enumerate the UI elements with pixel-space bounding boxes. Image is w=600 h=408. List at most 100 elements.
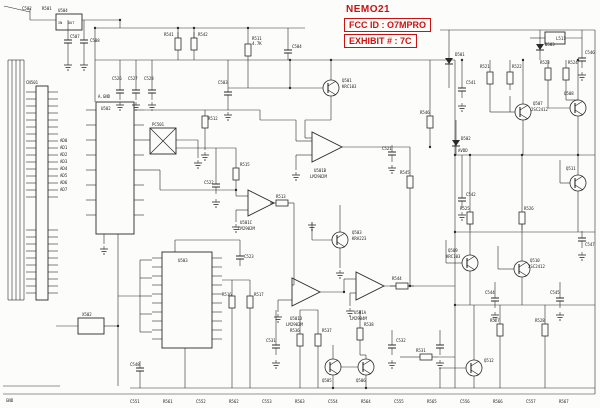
opamp xyxy=(291,277,322,307)
component-label: R523 xyxy=(540,60,550,65)
component-label: Q501 xyxy=(342,78,352,83)
component-label: C548 xyxy=(130,362,140,367)
component-label: LM2902M xyxy=(286,322,303,327)
junction-dot xyxy=(520,153,524,157)
component-label: C531 xyxy=(266,338,276,343)
component-label: R563 xyxy=(295,399,305,404)
resistor xyxy=(406,175,414,189)
opamp xyxy=(311,131,344,163)
resistor xyxy=(190,37,198,51)
junction-dot xyxy=(342,290,346,294)
component-label: C552 xyxy=(196,399,206,404)
junction-dot xyxy=(453,230,457,234)
transistor xyxy=(569,99,587,117)
component-label: C541 xyxy=(466,80,476,85)
component-label: AD6 xyxy=(60,180,68,185)
transistor xyxy=(513,260,531,278)
resistor xyxy=(419,353,433,361)
component-label: OUT xyxy=(68,21,75,25)
junction-dot xyxy=(428,145,432,149)
component-label: C551 xyxy=(130,399,140,404)
component-label: R517 xyxy=(254,292,264,297)
component-box xyxy=(35,85,49,301)
component-label: Q505 xyxy=(322,378,332,383)
component-label: C553 xyxy=(262,399,272,404)
component-label: Q507 xyxy=(533,101,543,106)
transistor-leg xyxy=(574,109,584,116)
resistor xyxy=(228,295,236,309)
resistor xyxy=(314,333,322,347)
component-label: R501 xyxy=(42,6,52,11)
transistor-leg xyxy=(329,368,339,375)
resistor xyxy=(562,67,570,81)
component-label: R562 xyxy=(229,399,239,404)
component-label: X502 xyxy=(82,312,92,317)
component-label: L511 xyxy=(556,36,566,41)
transistor-leg xyxy=(466,255,476,262)
component-label: R546 xyxy=(420,110,430,115)
component-label: 2SC2412 xyxy=(528,264,545,269)
transistor-leg xyxy=(518,270,528,277)
component-label: R522 xyxy=(512,64,522,69)
resistor xyxy=(356,327,364,341)
component-label: C522 xyxy=(204,180,214,185)
resistor xyxy=(174,37,182,51)
component-label: PC501 xyxy=(152,122,165,127)
transistor-leg xyxy=(362,359,372,366)
resistor xyxy=(466,211,474,225)
junction-dot xyxy=(176,26,180,30)
junction-dot xyxy=(576,153,580,157)
transistor xyxy=(569,174,587,192)
diode xyxy=(445,58,453,64)
component-label: C532 xyxy=(396,338,406,343)
resistor xyxy=(518,211,526,225)
component-label: 4.7K xyxy=(252,41,262,46)
resistor xyxy=(541,323,549,337)
fcc-id-label: FCC ID : O7MPRO xyxy=(344,18,432,32)
component-label: R544 xyxy=(392,276,402,281)
resistor xyxy=(246,295,254,309)
component-label: IN xyxy=(58,21,62,25)
component-label: C502 xyxy=(22,6,32,11)
component-label: U502 xyxy=(101,106,111,111)
transistor-leg xyxy=(336,241,346,248)
transistor-leg xyxy=(470,369,480,376)
junction-dot xyxy=(329,58,333,62)
component-label: C555 xyxy=(394,399,404,404)
transistor xyxy=(324,358,342,376)
component-label: C554 xyxy=(328,399,338,404)
resistor xyxy=(275,199,289,207)
component-label: KRC103 xyxy=(342,84,357,89)
component-label: R526 xyxy=(524,206,534,211)
transistor xyxy=(357,358,375,376)
component-label: U501D xyxy=(290,316,303,321)
component-label: U501B xyxy=(314,168,327,173)
transistor xyxy=(322,79,340,97)
junction-dot xyxy=(118,18,122,22)
resistor xyxy=(395,282,409,290)
component-label: R542 xyxy=(198,32,208,37)
component-label: R524 xyxy=(568,60,578,65)
component-label: R545 xyxy=(400,170,410,175)
junction-dot xyxy=(468,153,472,157)
component-label: GND xyxy=(6,398,14,403)
opamp xyxy=(355,271,386,301)
transistor-leg xyxy=(574,175,584,182)
component-label: R564 xyxy=(361,399,371,404)
transistor-leg xyxy=(518,261,528,268)
component-label: AD5 xyxy=(60,173,68,178)
transistor-leg xyxy=(362,368,372,375)
component-label: C557 xyxy=(526,399,536,404)
transistor-leg xyxy=(574,100,584,107)
resistor xyxy=(486,71,494,85)
resistor xyxy=(296,333,304,347)
transistor-leg xyxy=(519,104,529,111)
component-label: C526 xyxy=(112,76,122,81)
component-label: C523 xyxy=(244,254,254,259)
component-label: C556 xyxy=(460,399,470,404)
component-label: R516 xyxy=(222,292,232,297)
component-label: R538 xyxy=(364,322,374,327)
box-diagonal xyxy=(149,127,177,155)
component-label: R565 xyxy=(427,399,437,404)
junction-dot xyxy=(192,26,196,30)
